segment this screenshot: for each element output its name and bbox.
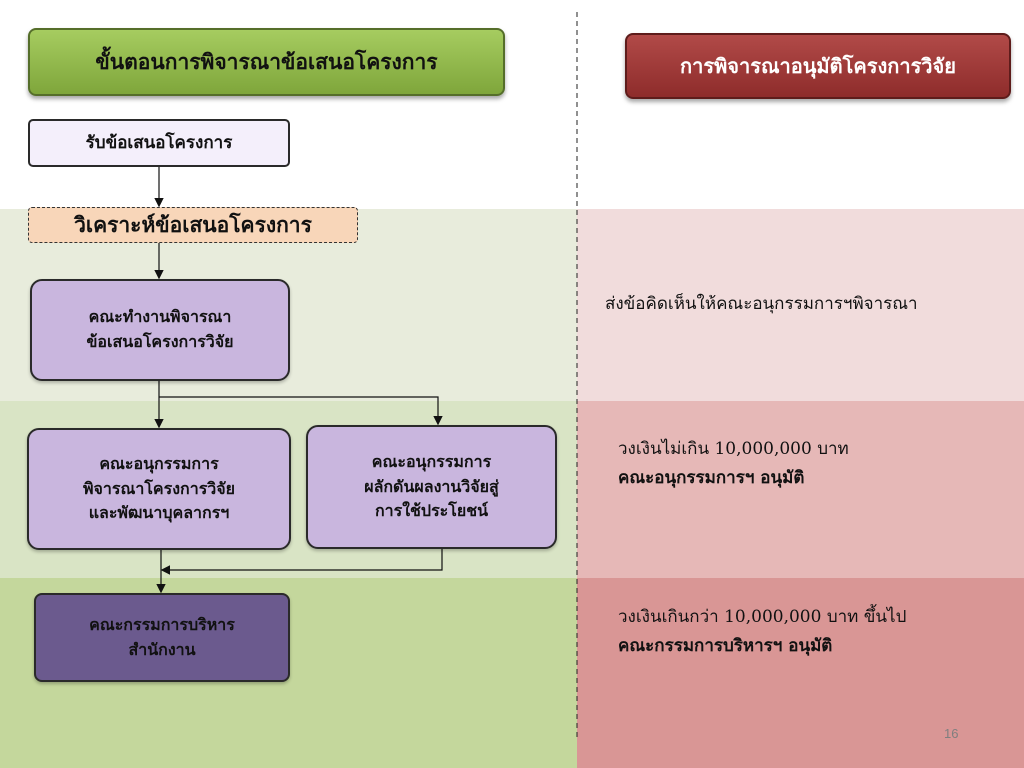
subcommittee-research-box: คณะอนุกรรมการ พิจารณาโครงการวิจัย และพัฒ… [27, 428, 291, 550]
receive-proposal-label: รับข้อเสนอโครงการ [85, 132, 233, 153]
executive-committee-line: คณะกรรมการบริหาร [89, 614, 235, 634]
subcommittee-utilization-line: การใช้ประโยชน์ [374, 501, 489, 521]
arrow-working-group-to-sub2 [159, 396, 443, 426]
header-proposal-process-label: ขั้นตอนการพิจารณาข้อเสนอโครงการ [95, 48, 438, 74]
approval-note-stage2-limit: วงเงินไม่เกิน 10,000,000 บาท [618, 439, 849, 459]
analyze-proposal-label: วิเคราะห์ข้อเสนอโครงการ [74, 211, 312, 237]
band-right-1 [577, 209, 1024, 401]
approval-note-stage3-approver: คณะกรรมการบริหารฯ อนุมัติ [618, 635, 833, 656]
receive-proposal-box: รับข้อเสนอโครงการ [28, 119, 290, 167]
analyze-proposal-box: วิเคราะห์ข้อเสนอโครงการ [28, 207, 358, 243]
approval-note-stage2-approver: คณะอนุกรรมการฯ อนุมัติ [618, 467, 805, 488]
approval-note-stage1: ส่งข้อคิดเห็นให้คณะอนุกรรมการฯพิจารณา [605, 290, 918, 319]
page-number: 16 [944, 726, 959, 741]
working-group-line: ข้อเสนอโครงการวิจัย [86, 332, 234, 351]
header-approval: การพิจารณาอนุมัติโครงการวิจัย [625, 33, 1011, 99]
subcommittee-utilization-line: คณะอนุกรรมการ [371, 451, 492, 471]
approval-note-stage1-text: ส่งข้อคิดเห็นให้คณะอนุกรรมการฯพิจารณา [605, 294, 918, 314]
subcommittee-research-line: และพัฒนาบุคลากรฯ [88, 503, 230, 523]
header-approval-label: การพิจารณาอนุมัติโครงการวิจัย [680, 53, 956, 78]
executive-committee-box: คณะกรรมการบริหาร สำนักงาน [34, 593, 290, 682]
executive-committee-line: สำนักงาน [128, 639, 196, 659]
approval-note-stage3-limit: วงเงินเกินกว่า 10,000,000 บาท ขึ้นไป [618, 607, 907, 627]
header-proposal-process: ขั้นตอนการพิจารณาข้อเสนอโครงการ [28, 28, 505, 96]
subcommittee-utilization-box: คณะอนุกรรมการ ผลักดันผลงานวิจัยสู่ การใช… [306, 425, 557, 549]
subcommittee-research-line: คณะอนุกรรมการ [99, 453, 219, 473]
arrow-sub2-to-exec [160, 549, 443, 575]
subcommittee-research-line: พิจารณาโครงการวิจัย [82, 478, 236, 498]
working-group-box: คณะทำงานพิจารณา ข้อเสนอโครงการวิจัย [30, 279, 290, 381]
approval-note-stage2: วงเงินไม่เกิน 10,000,000 บาท คณะอนุกรรมก… [618, 435, 849, 493]
approval-note-stage3: วงเงินเกินกว่า 10,000,000 บาท ขึ้นไป คณะ… [618, 603, 906, 661]
band-right-3 [577, 578, 1024, 768]
working-group-line: คณะทำงานพิจารณา [88, 307, 232, 327]
subcommittee-utilization-line: ผลักดันผลงานวิจัยสู่ [364, 476, 499, 496]
band-right-2 [577, 401, 1024, 578]
